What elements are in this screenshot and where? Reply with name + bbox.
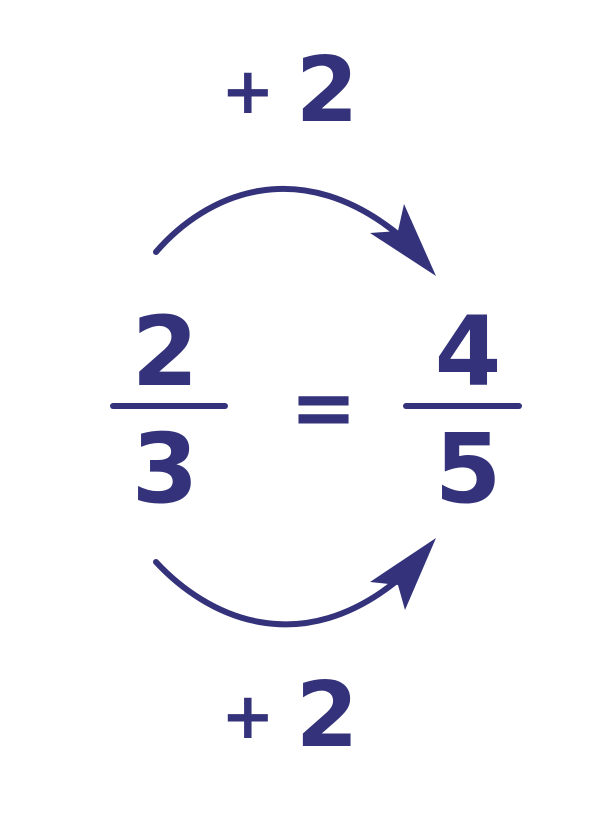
right-numerator: 4	[434, 296, 502, 408]
bottom-curved-arrow-icon	[153, 559, 408, 628]
top-addend: 2	[295, 38, 359, 143]
bottom-plus-sign: +	[221, 680, 275, 754]
top-arrowhead-icon	[370, 204, 436, 276]
right-denominator: 5	[434, 413, 502, 525]
right-fraction-bar	[403, 403, 522, 409]
left-numerator: 2	[131, 296, 199, 408]
bottom-addend: 2	[295, 663, 359, 768]
top-plus-sign: +	[221, 55, 275, 129]
left-denominator: 3	[131, 413, 199, 525]
equals-sign: =	[290, 361, 358, 454]
left-fraction-bar	[110, 403, 228, 409]
top-curved-arrow-icon	[153, 186, 408, 255]
bottom-arrowhead-icon	[370, 538, 436, 610]
